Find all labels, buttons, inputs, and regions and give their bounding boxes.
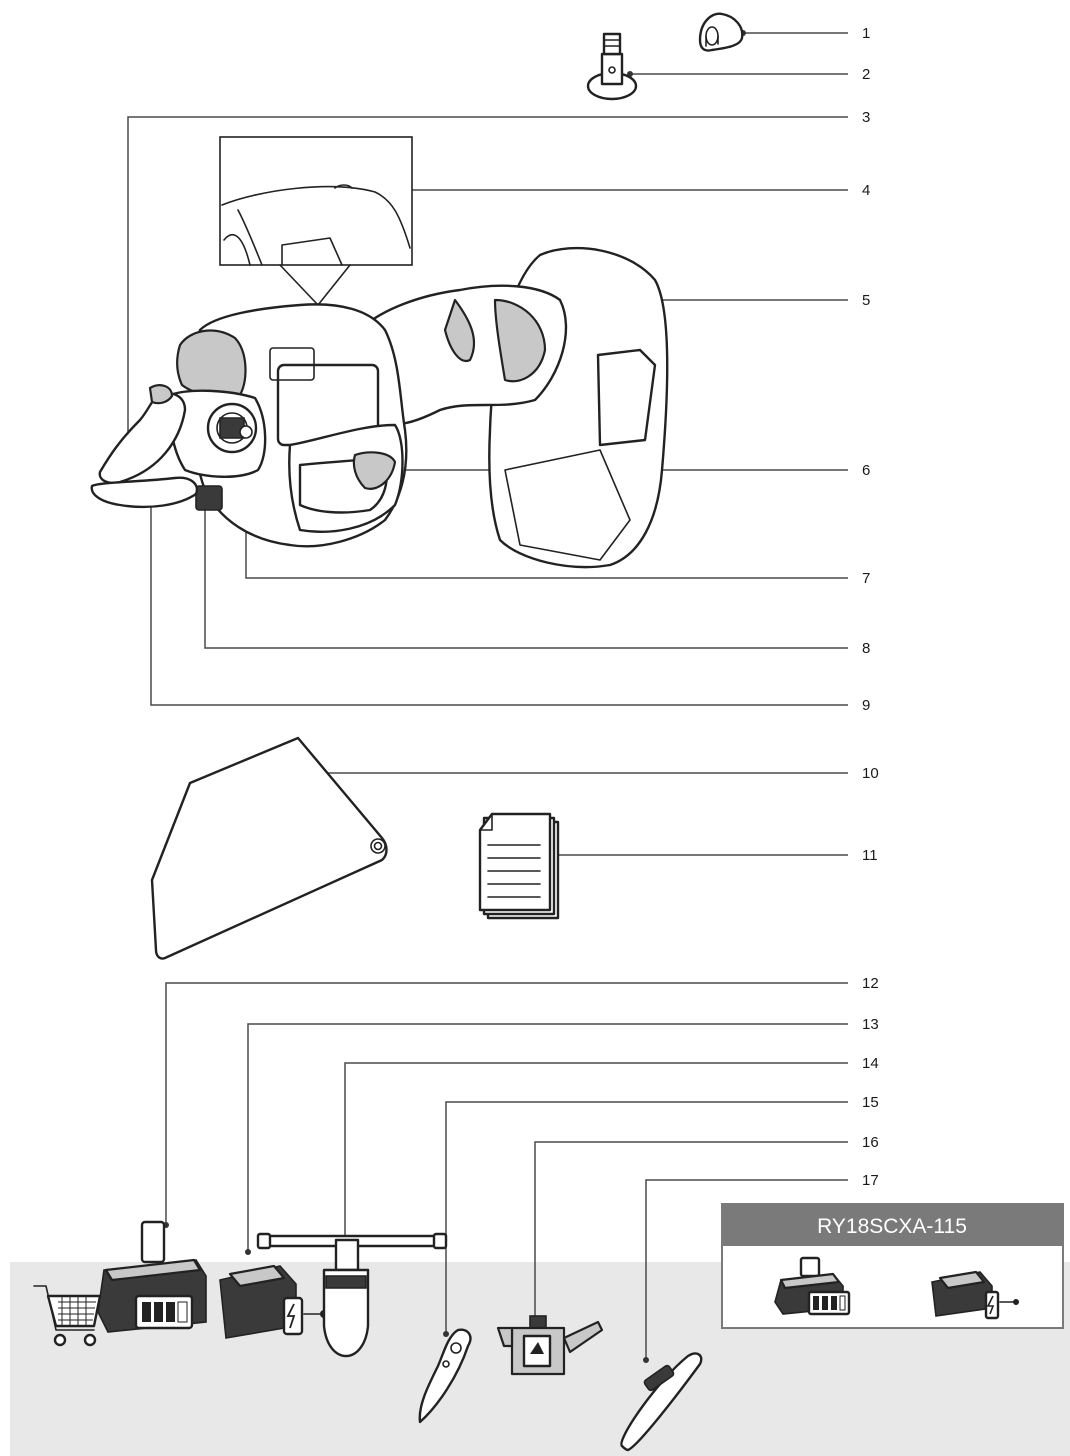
multi-tool-icon — [256, 1232, 448, 1357]
callout-numbers: 1 2 3 4 5 6 7 8 9 10 11 12 13 14 15 16 1… — [862, 25, 879, 1189]
manual-documents-icon — [478, 812, 560, 920]
oil-can-icon — [496, 1315, 604, 1376]
callout-3: 3 — [862, 109, 870, 126]
kit-battery-icon — [774, 1256, 851, 1316]
callout-14: 14 — [862, 1055, 879, 1072]
whetstone-icon — [620, 1352, 703, 1452]
callout-8: 8 — [862, 640, 870, 657]
pivot-bolt-icon — [586, 32, 638, 101]
callout-17: 17 — [862, 1172, 879, 1189]
callout-2: 2 — [862, 66, 870, 83]
callout-12: 12 — [862, 975, 879, 992]
model-kit-box: RY18SCXA-115 — [721, 1203, 1064, 1329]
callout-6: 6 — [862, 462, 870, 479]
callout-5: 5 — [862, 292, 870, 309]
callout-13: 13 — [862, 1016, 879, 1033]
spare-blade-icon — [418, 1328, 472, 1424]
callout-1: 1 — [862, 25, 870, 42]
callout-7: 7 — [862, 570, 870, 587]
battery-icon — [97, 1220, 207, 1333]
cutting-blades — [90, 384, 199, 509]
callout-10: 10 — [862, 765, 879, 782]
model-box-header — [722, 1204, 1063, 1246]
shopping-cart-icon — [33, 1285, 102, 1347]
callout-9: 9 — [862, 697, 870, 714]
kit-charger-icon — [931, 1270, 1019, 1320]
washer-clip-icon — [698, 12, 744, 52]
pruner-body — [168, 246, 669, 569]
callout-15: 15 — [862, 1094, 879, 1111]
callout-4: 4 — [862, 182, 870, 199]
leader-lines — [127, 32, 848, 1360]
lubrication-hole-inset — [219, 136, 413, 306]
blade-cover — [150, 736, 388, 960]
callout-16: 16 — [862, 1134, 879, 1151]
leader-dots — [125, 30, 746, 1363]
model-number: RY18SCXA-115 — [817, 1215, 967, 1238]
callout-11: 11 — [862, 847, 878, 864]
